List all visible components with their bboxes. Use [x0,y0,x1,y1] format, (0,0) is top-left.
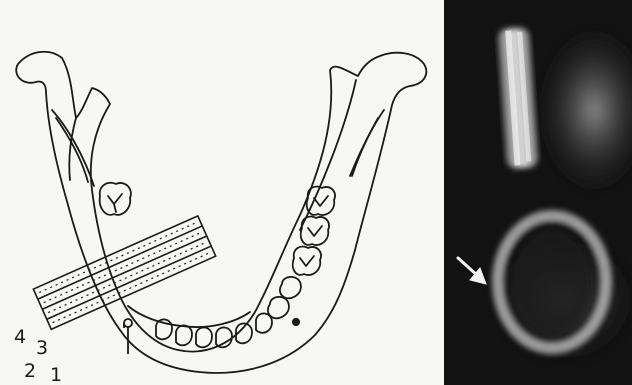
mandible-drawing-panel: 4 3 2 1 [0,0,444,385]
anterior-tooth-1 [256,313,272,332]
layer-label-4: 4 [14,326,26,348]
right-ramus-ridge [352,110,384,176]
layer-label-3: 3 [36,337,48,359]
left-ramus-ridge-2 [56,118,88,182]
anterior-tooth-5 [176,325,192,345]
film-strip [33,216,215,329]
anterior-tooth-3 [216,327,232,347]
layer-label-1: 1 [50,364,62,385]
xray-image [444,0,632,385]
right-canal-line [300,80,356,230]
xray-panel [444,0,632,385]
mandible-drawing: 4 3 2 1 [0,0,444,385]
anterior-tooth-4 [196,327,212,347]
foramen-dot [293,319,299,325]
right-molar-3 [293,246,321,275]
right-premolar-1 [280,277,301,298]
right-premolar-2 [268,297,289,318]
layer-label-2: 2 [24,360,36,382]
